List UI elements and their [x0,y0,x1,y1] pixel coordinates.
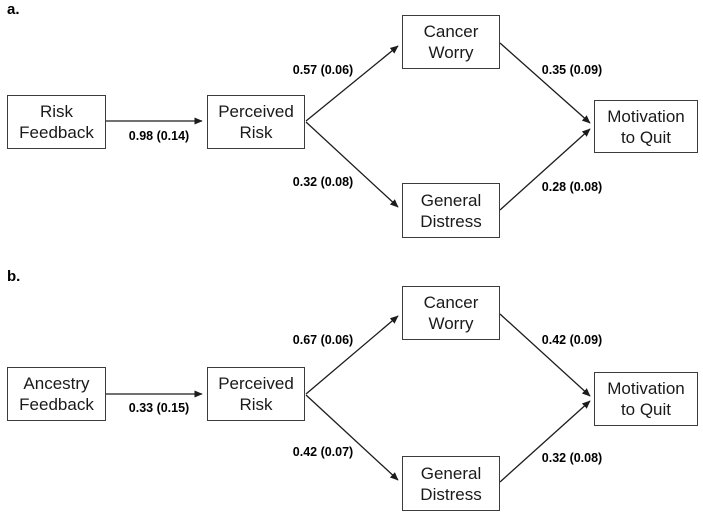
arrow-b-perceived-risk-to-cancer-worry [305,315,399,395]
coef-b-cancer-worry-motivation: 0.42 (0.09) [541,333,603,347]
coef-b-general-distress-motivation: 0.32 (0.08) [541,451,603,465]
node-motivation-to-quit-a: Motivation to Quit [594,100,698,153]
arrow-a-general-distress-to-motivation [499,128,591,211]
node-general-distress-b: General Distress [402,456,500,511]
node-perceived-risk-b: Perceived Risk [207,367,305,421]
node-perceived-risk-a: Perceived Risk [207,95,305,149]
panel-b-letter: b. [7,268,21,285]
coef-a-general-distress-motivation: 0.28 (0.08) [541,180,603,194]
panel-a-letter: a. [7,1,20,18]
coef-a-risk-feedback-perceived-risk: 0.98 (0.14) [128,129,190,143]
coef-b-ancestry-feedback-perceived-risk: 0.33 (0.15) [128,401,190,415]
node-cancer-worry-b: Cancer Worry [402,286,500,340]
node-risk-feedback: Risk Feedback [7,95,106,149]
arrow-b-cancer-worry-to-motivation [499,313,591,397]
arrow-b-perceived-risk-to-general-distress [305,394,399,481]
node-motivation-to-quit-b: Motivation to Quit [594,372,698,426]
arrow-a-cancer-worry-to-motivation [499,42,591,124]
coef-b-perceived-risk-general-distress: 0.42 (0.07) [292,445,354,459]
node-cancer-worry-a: Cancer Worry [402,15,500,69]
coef-a-perceived-risk-cancer-worry: 0.57 (0.06) [292,63,354,77]
coef-a-cancer-worry-motivation: 0.35 (0.09) [541,63,603,77]
coef-b-perceived-risk-cancer-worry: 0.67 (0.06) [292,333,354,347]
arrow-b-general-distress-to-motivation [499,400,591,483]
coef-a-perceived-risk-general-distress: 0.32 (0.08) [292,175,354,189]
node-general-distress-a: General Distress [402,183,500,238]
arrow-a-perceived-risk-to-general-distress [305,121,399,208]
arrow-a-perceived-risk-to-cancer-worry [305,45,399,122]
node-ancestry-feedback: Ancestry Feedback [7,367,106,421]
